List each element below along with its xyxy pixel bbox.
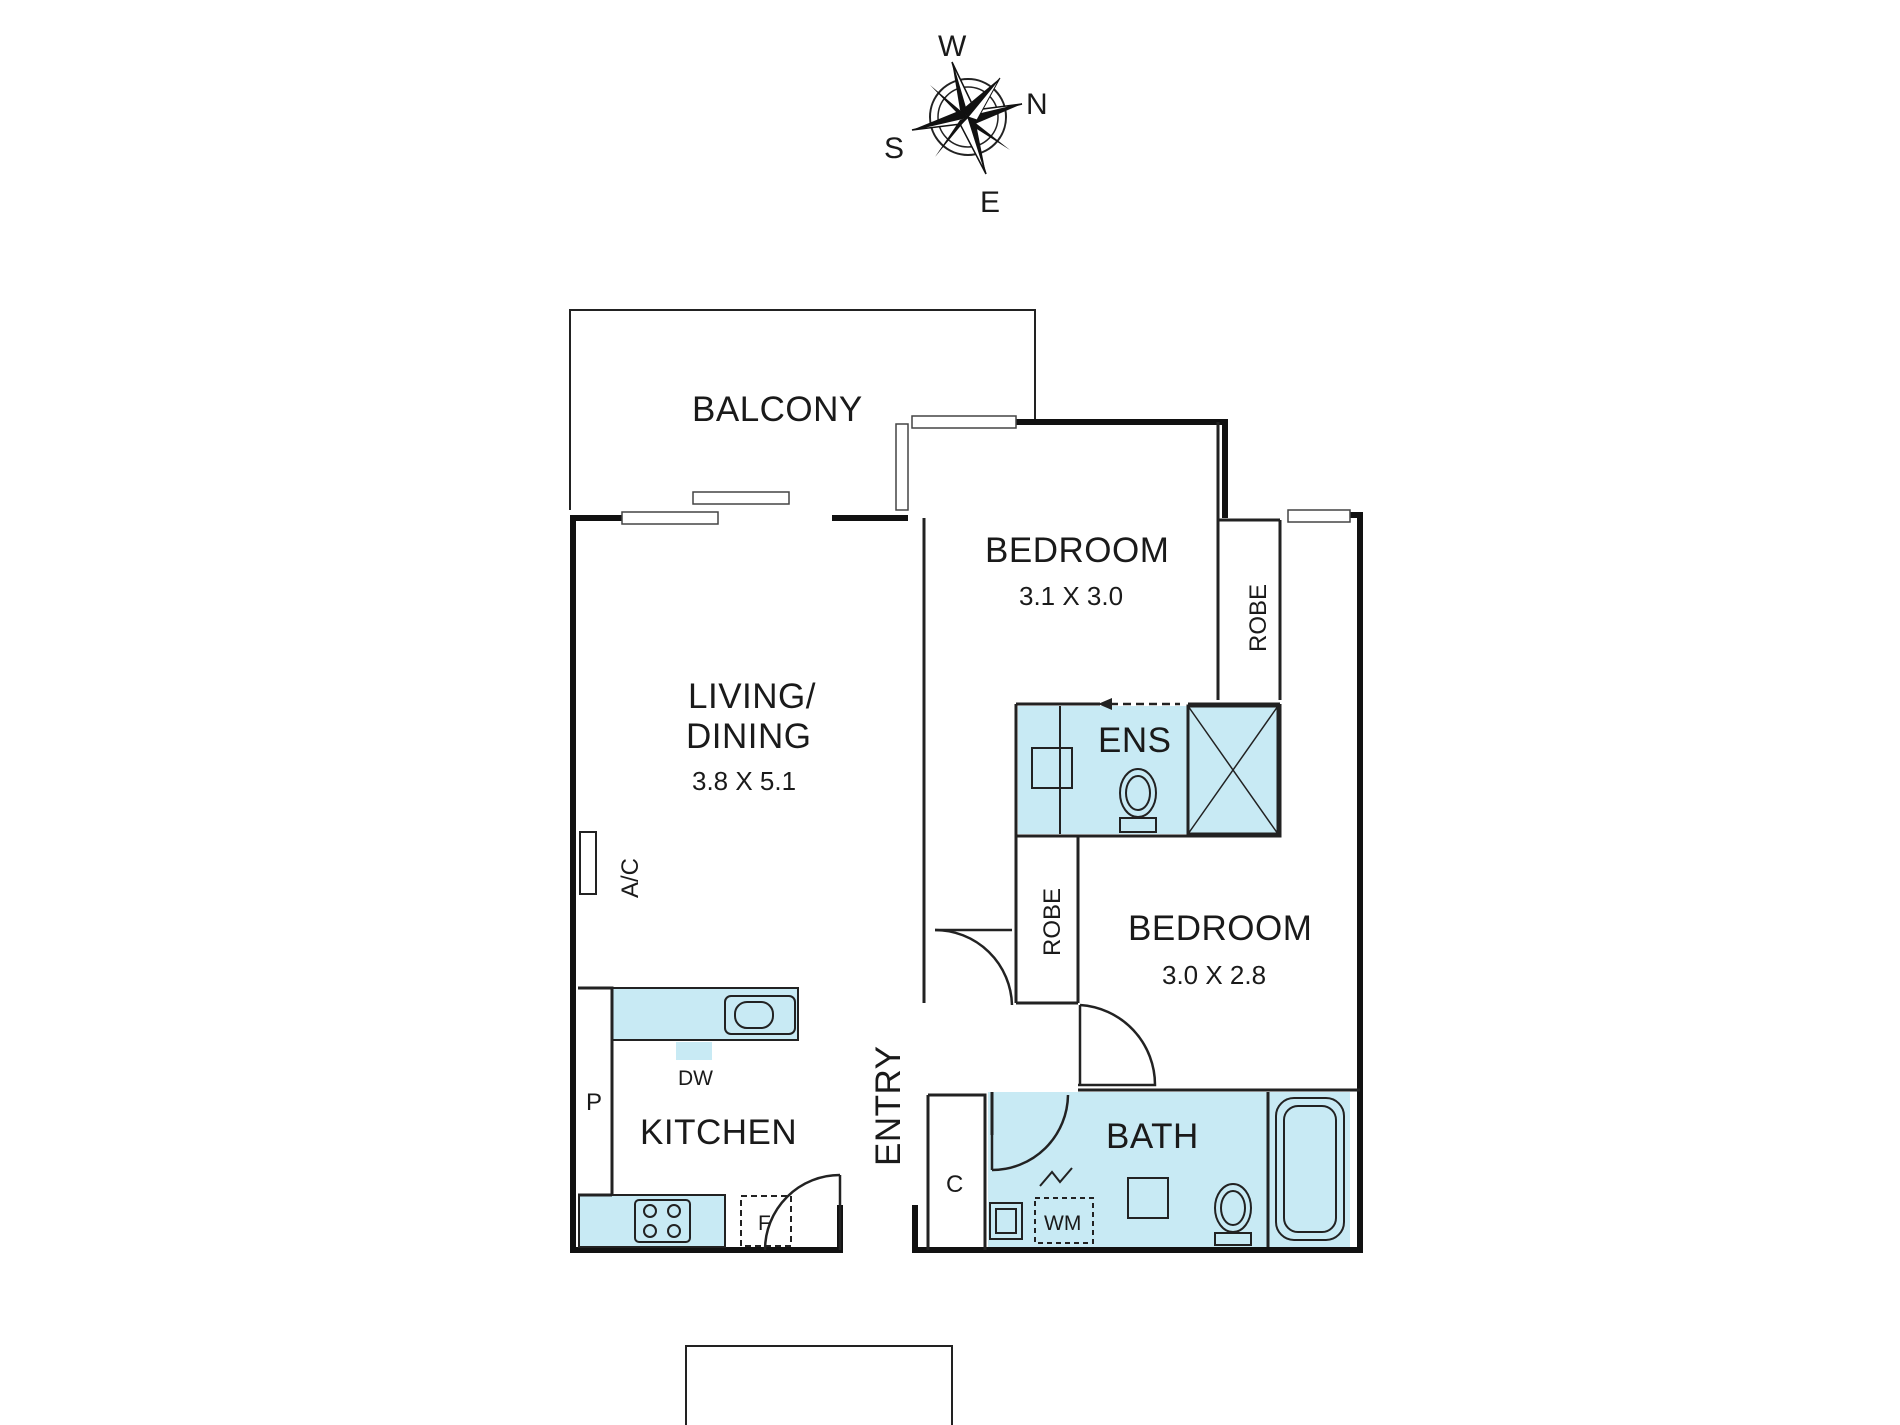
kitchen-bench-bottom: [579, 1195, 725, 1247]
fridge-icon: [740, 1195, 792, 1247]
doors: [763, 698, 1180, 1251]
label-bedroom-1-dim: 3.1 X 3.0: [1019, 581, 1123, 611]
compass-w: W: [938, 30, 967, 63]
compass-s: S: [884, 132, 904, 165]
washing-machine-icon: [1034, 1197, 1094, 1244]
label-ensuite: ENS: [1098, 721, 1171, 760]
exterior-walls: [570, 419, 1363, 1253]
compass-e: E: [980, 186, 1000, 219]
label-balcony: BALCONY: [692, 390, 863, 429]
label-dishwasher: DW: [678, 1067, 713, 1090]
interior-walls: [578, 422, 1360, 1250]
balcony-outline: [569, 309, 1036, 510]
laundry-tub-icon: [989, 1202, 1023, 1240]
label-washing-machine: WM: [1044, 1212, 1081, 1235]
label-bedroom-2-dim: 3.0 X 2.8: [1162, 960, 1266, 990]
label-kitchen: KITCHEN: [640, 1113, 797, 1152]
plumbing-icon: [1039, 1167, 1073, 1187]
label-bedroom-1: BEDROOM: [985, 531, 1169, 570]
fixtures: [579, 706, 1345, 1247]
label-entry: ENTRY: [869, 1046, 908, 1167]
label-cupboard: C: [946, 1171, 963, 1198]
windows: [621, 415, 1351, 525]
label-ac: A/C: [617, 858, 644, 898]
label-fridge: F: [758, 1212, 771, 1235]
dishwasher-shelf: [676, 1042, 712, 1060]
label-living-line2: DINING: [686, 717, 812, 756]
compass-icon: W N S E: [884, 30, 1048, 219]
label-robe-1: ROBE: [1245, 584, 1272, 652]
bath-floor: [988, 1092, 1350, 1247]
ac-unit-icon: [579, 831, 597, 895]
label-bath: BATH: [1106, 1117, 1199, 1156]
label-bedroom-2: BEDROOM: [1128, 909, 1312, 948]
ensuite-basin-icon: [1031, 747, 1073, 789]
label-living-dim: 3.8 X 5.1: [692, 766, 796, 796]
lower-structure-outline: [685, 1345, 953, 1425]
bath-basin-icon: [1127, 1177, 1169, 1219]
label-robe-2: ROBE: [1039, 888, 1066, 956]
wet-areas: [579, 706, 1350, 1247]
compass-n: N: [1026, 88, 1048, 121]
bathtub-icon: [1275, 1097, 1345, 1241]
cooktop-icon: [634, 1199, 691, 1243]
kitchen-sink-icon: [724, 995, 796, 1035]
label-pantry: P: [586, 1089, 602, 1116]
label-living-line1: LIVING/: [688, 677, 816, 716]
